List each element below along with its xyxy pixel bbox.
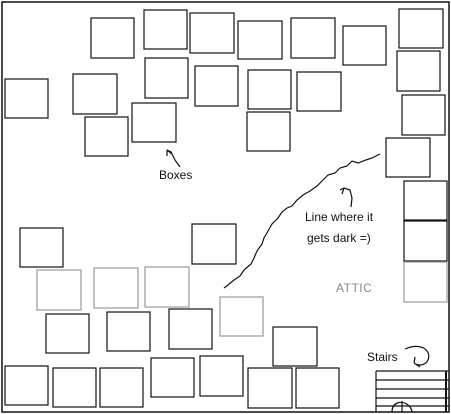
boxes-label: Boxes xyxy=(159,168,193,182)
box xyxy=(144,57,189,99)
dark-boundary-line xyxy=(223,153,381,289)
box xyxy=(247,69,292,110)
stairs xyxy=(375,370,449,413)
box xyxy=(401,94,446,136)
box xyxy=(385,137,431,178)
box xyxy=(398,8,444,49)
box xyxy=(246,111,291,152)
box xyxy=(296,71,342,112)
box xyxy=(19,227,64,268)
box xyxy=(295,367,340,409)
box xyxy=(106,311,151,352)
box xyxy=(396,50,441,92)
box xyxy=(237,20,283,60)
box xyxy=(342,25,387,66)
box xyxy=(84,116,129,157)
stairs-label: Stairs xyxy=(367,350,398,364)
box xyxy=(191,223,237,265)
box xyxy=(72,73,118,115)
box xyxy=(45,313,90,354)
box xyxy=(4,365,49,406)
dark-line-arrow xyxy=(339,187,353,208)
attic-label: ATTIC xyxy=(336,281,373,295)
box xyxy=(131,102,177,143)
boxes-group xyxy=(4,8,448,409)
box xyxy=(36,269,82,311)
box xyxy=(168,308,213,350)
box xyxy=(247,367,293,409)
boxes-arrow xyxy=(166,149,181,168)
box xyxy=(219,296,264,337)
box xyxy=(4,78,49,119)
box xyxy=(93,267,139,309)
box xyxy=(90,17,135,59)
box xyxy=(290,17,336,59)
box xyxy=(52,367,97,408)
dark-line-label-1: Line where it xyxy=(305,210,374,224)
box xyxy=(189,12,235,54)
dark-line-label-2: gets dark =) xyxy=(307,231,371,245)
box xyxy=(403,220,448,262)
box xyxy=(144,266,190,308)
stairs-arrow xyxy=(404,345,430,368)
box xyxy=(403,261,448,303)
box xyxy=(143,9,188,50)
box xyxy=(99,367,144,408)
box xyxy=(150,357,195,398)
box xyxy=(194,65,239,107)
box xyxy=(272,326,318,367)
box xyxy=(403,180,448,221)
box xyxy=(199,355,244,397)
